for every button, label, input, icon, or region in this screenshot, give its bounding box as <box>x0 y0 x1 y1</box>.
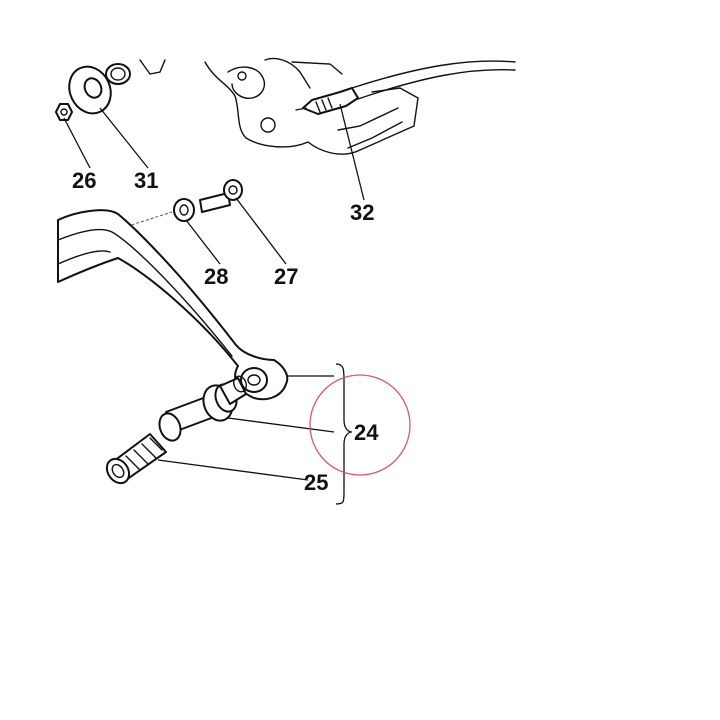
mechanism-housing <box>139 57 419 155</box>
rubber-grip-25 <box>105 433 167 485</box>
leader-24-mid <box>227 417 335 433</box>
leader-32 <box>339 103 365 201</box>
bolt-27 <box>199 179 243 213</box>
leader-27 <box>235 197 287 265</box>
callout-25: 25 <box>304 470 328 495</box>
callout-24: 24 <box>354 420 379 445</box>
callout-26: 26 <box>72 168 96 193</box>
leader-25 <box>157 459 309 481</box>
callout-32: 32 <box>350 200 374 225</box>
washer-31 <box>68 65 112 115</box>
callout-31: 31 <box>134 168 158 193</box>
group-brace-24 <box>335 363 353 505</box>
nut-26 <box>55 103 73 121</box>
callout-28: 28 <box>204 264 228 289</box>
lever-arm <box>57 209 289 401</box>
leader-26 <box>63 117 91 169</box>
cable-assembly <box>295 60 516 115</box>
highlight-circle <box>309 374 411 476</box>
spacer-28 <box>173 198 195 222</box>
leader-31 <box>99 107 149 169</box>
callout-27: 27 <box>274 264 298 289</box>
assembly-axis-line <box>121 211 173 229</box>
footpeg-pin-24 <box>158 375 247 442</box>
o-ring <box>105 63 131 85</box>
leader-28 <box>185 219 221 265</box>
